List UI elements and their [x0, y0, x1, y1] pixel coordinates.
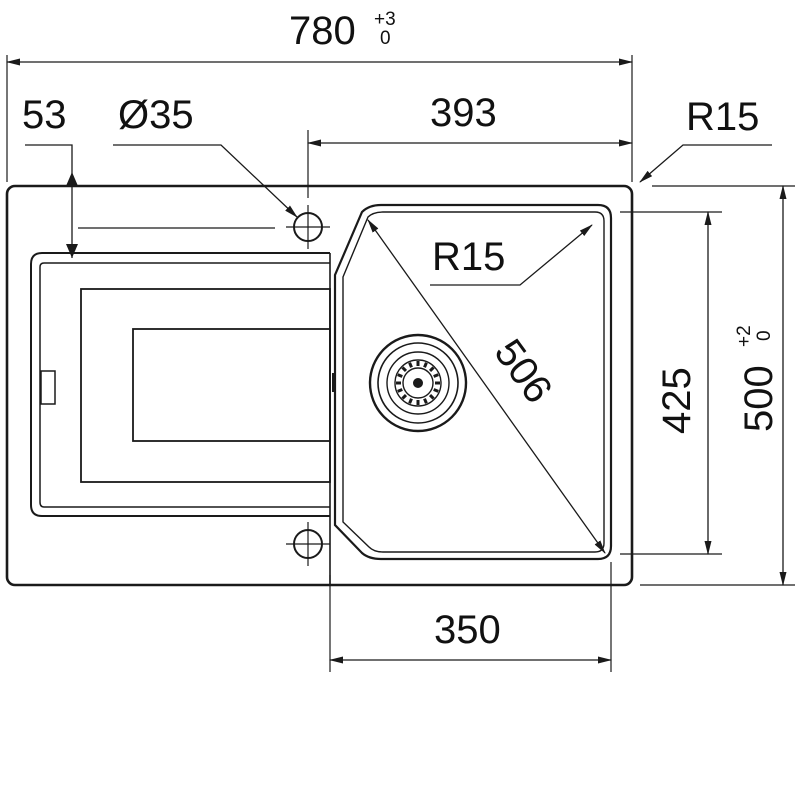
- dim-bowl-offset-value: 393: [430, 91, 497, 135]
- strainer-slot: [401, 393, 408, 400]
- strainer-slot: [423, 398, 428, 404]
- dim-hole-diameter: Ø35: [113, 93, 298, 218]
- dim-overall-width-tol-lower: 0: [380, 28, 391, 49]
- dim-overall-depth-tol-upper: +2: [734, 325, 755, 347]
- dim-corner-radius-bowl: R15: [430, 224, 593, 286]
- dim-overall-depth-tol-lower: 0: [754, 330, 775, 341]
- strainer-slot: [428, 393, 435, 400]
- dim-corner-radius-outer: R15: [639, 95, 772, 183]
- strainer-slot: [401, 366, 408, 373]
- dim-bowl-width: 350: [329, 608, 612, 664]
- dim-bowl-diagonal-value: 506: [486, 331, 561, 411]
- strainer-slot: [397, 388, 403, 393]
- extension-lines: [6, 55, 795, 672]
- dim-overall-width: 780 +3 0: [6, 9, 633, 66]
- overflow-slot: [40, 370, 56, 405]
- dim-hole-diameter-value: Ø35: [118, 93, 194, 137]
- dim-drain-offset: 53: [22, 93, 78, 258]
- dim-bowl-offset: 393: [307, 91, 633, 147]
- sink-outline: [5, 184, 634, 587]
- strainer-slot: [433, 388, 439, 393]
- tap-hole-upper: [286, 205, 330, 249]
- dim-overall-depth-value: 500: [737, 365, 781, 432]
- strainer-slot: [397, 373, 403, 378]
- dim-bowl-depth: 425: [655, 211, 712, 555]
- strainer-slot: [408, 398, 413, 404]
- dim-overall-width-value: 780: [289, 9, 356, 53]
- dim-bowl-depth-value: 425: [655, 367, 699, 434]
- drain-strainer: [368, 333, 468, 433]
- drainer-area: [30, 252, 336, 585]
- tap-hole-lower: [286, 522, 330, 566]
- strainer-slot: [428, 366, 435, 373]
- dim-overall-depth: 500 +2 0: [734, 185, 787, 586]
- dim-overall-width-tol-upper: +3: [374, 9, 396, 30]
- strainer-slot: [423, 362, 428, 368]
- dim-corner-radius-bowl-value: R15: [432, 235, 505, 279]
- strainer-slot: [408, 362, 413, 368]
- strainer-slot: [433, 373, 439, 378]
- dim-bowl-width-value: 350: [434, 608, 501, 652]
- dim-corner-radius-outer-value: R15: [686, 95, 759, 139]
- dim-drain-offset-value: 53: [22, 93, 67, 137]
